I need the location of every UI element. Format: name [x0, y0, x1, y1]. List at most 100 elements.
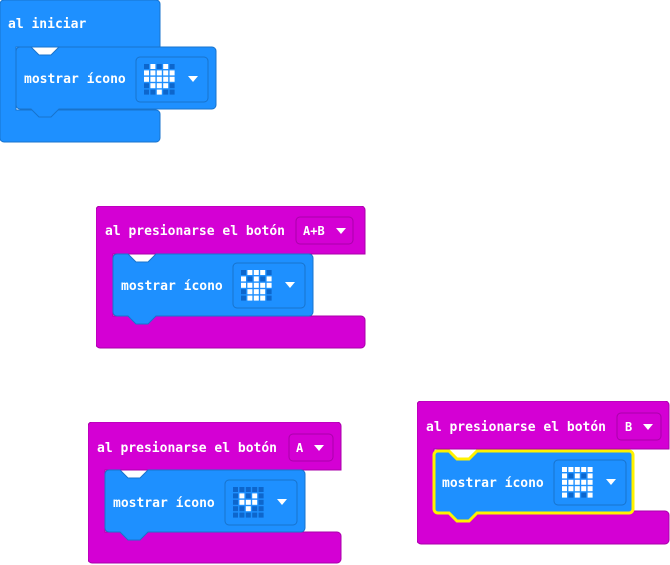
led-off — [163, 89, 169, 95]
led-on — [260, 282, 266, 288]
led-on — [245, 506, 251, 512]
show-icon-block-1[interactable]: mostrar ícono — [15, 46, 217, 118]
show-icon-label: mostrar ícono — [121, 279, 223, 294]
led-off — [258, 493, 264, 499]
led-on — [581, 486, 587, 492]
led-on — [574, 492, 580, 498]
chevron-down-icon — [336, 228, 346, 234]
led-on — [169, 70, 175, 76]
led-on — [253, 276, 259, 282]
button-event-label: al presionarse el botón — [105, 224, 285, 239]
led-off — [144, 64, 149, 69]
icon-dropdown[interactable] — [553, 459, 627, 506]
led-off — [252, 512, 258, 518]
led-on — [587, 492, 593, 498]
led-on — [239, 499, 245, 505]
button-ab-event-block[interactable]: al presionarse el botón A+B mostrar ícon… — [96, 206, 370, 352]
led-on — [156, 89, 162, 95]
show-icon-block-4-selected[interactable]: mostrar ícono — [432, 449, 635, 523]
led-off — [260, 276, 266, 282]
led-on — [574, 473, 580, 479]
button-a-event-block[interactable]: al presionarse el botón A mostrar ícono — [88, 422, 344, 565]
led-on — [562, 467, 567, 472]
led-off — [144, 89, 149, 95]
led-on — [587, 486, 593, 492]
show-icon-block-2[interactable]: mostrar ícono — [112, 253, 314, 325]
button-b-event-block[interactable]: al presionarse el botón B mostrar ícono — [417, 401, 670, 547]
led-on — [247, 289, 253, 295]
button-event-label: al presionarse el botón — [426, 420, 606, 435]
led-off — [169, 83, 175, 89]
led-on — [156, 70, 162, 76]
led-on — [266, 276, 272, 282]
chevron-down-icon — [277, 499, 287, 505]
chevron-down-icon — [606, 479, 616, 485]
led-on — [245, 499, 251, 505]
led-on — [150, 64, 156, 69]
chevron-down-icon — [314, 445, 324, 451]
led-off — [245, 512, 251, 518]
led-on — [163, 70, 169, 76]
led-on — [163, 83, 169, 89]
led-on — [266, 282, 272, 288]
led-on — [253, 295, 259, 301]
led-on — [562, 486, 567, 492]
show-icon-label: mostrar ícono — [24, 72, 126, 87]
button-b-dropdown[interactable]: B — [616, 412, 662, 441]
led-on — [587, 473, 593, 479]
led-on — [239, 493, 245, 499]
led-off — [233, 493, 238, 499]
led-on — [581, 467, 587, 472]
led-on — [169, 76, 175, 82]
led-on — [241, 282, 246, 288]
led-off — [266, 295, 272, 301]
icon-dropdown[interactable] — [135, 56, 209, 103]
led-on — [156, 83, 162, 89]
button-b-event-block-shape — [417, 401, 670, 545]
led-off — [258, 506, 264, 512]
led-off — [169, 64, 175, 69]
led-off — [581, 492, 587, 498]
led-on — [587, 467, 593, 472]
led-grid-ghost-icon — [562, 467, 593, 498]
button-ab-dropdown-value: A+B — [303, 224, 325, 238]
led-off — [239, 512, 245, 518]
led-off — [150, 89, 156, 95]
chevron-down-icon — [188, 76, 198, 82]
led-on — [247, 282, 253, 288]
led-grid-skull-icon — [241, 270, 272, 301]
led-off — [233, 512, 238, 518]
led-on — [562, 492, 567, 498]
led-off — [258, 499, 264, 505]
led-on — [574, 479, 580, 485]
led-on — [562, 473, 567, 479]
led-off — [266, 270, 272, 275]
led-off — [581, 473, 587, 479]
led-off — [568, 492, 574, 498]
led-on — [247, 295, 253, 301]
led-off — [239, 487, 245, 492]
led-on — [252, 499, 258, 505]
led-on — [587, 479, 593, 485]
led-off — [252, 487, 258, 492]
chevron-down-icon — [285, 282, 295, 288]
show-icon-label: mostrar ícono — [113, 496, 215, 511]
button-a-dropdown[interactable]: A — [288, 433, 334, 462]
led-on — [568, 479, 574, 485]
led-on — [247, 270, 253, 275]
led-off — [245, 487, 251, 492]
led-on — [144, 76, 149, 82]
led-off — [252, 506, 258, 512]
led-on — [156, 76, 162, 82]
icon-dropdown[interactable] — [224, 479, 298, 526]
led-on — [163, 64, 169, 69]
led-on — [144, 70, 149, 76]
led-off — [239, 506, 245, 512]
led-off — [568, 473, 574, 479]
icon-dropdown[interactable] — [232, 262, 306, 309]
button-ab-dropdown[interactable]: A+B — [295, 216, 354, 245]
on-start-block[interactable]: al iniciar mostrar ícono — [0, 0, 220, 145]
led-off — [258, 487, 264, 492]
led-off — [156, 64, 162, 69]
show-icon-block-3[interactable]: mostrar ícono — [104, 469, 306, 541]
